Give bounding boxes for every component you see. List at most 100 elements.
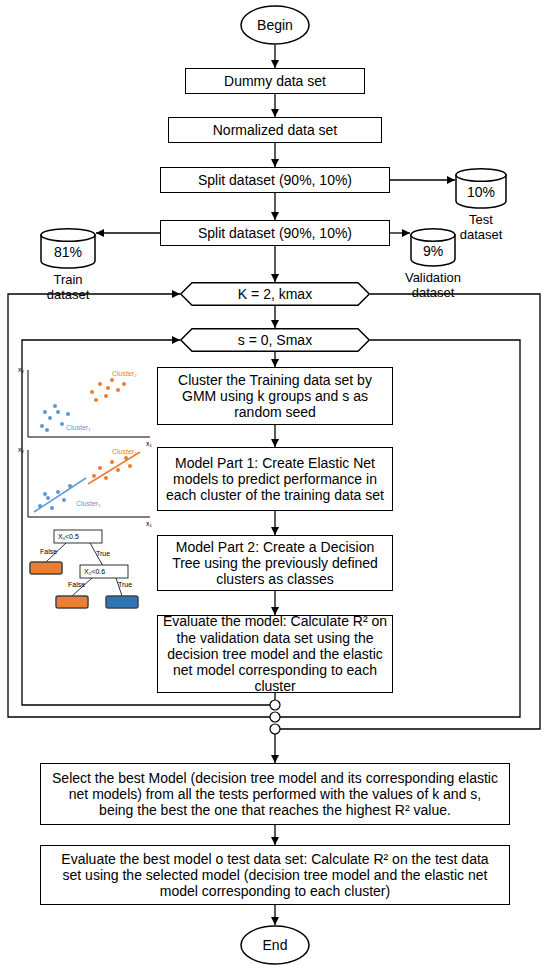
flow-arrow [274,905,275,925]
node-text: Split dataset (90%, 10%) [198,225,352,241]
terminal-ellipse [241,6,309,44]
axis-label: x₁ [146,520,152,527]
node-text: Cluster the Training data set by GMM usi… [172,372,378,421]
loop-hexagon: K = 2, kmax [180,282,370,306]
node-text: End [263,937,288,953]
process-box: Evaluate the best model o test data set:… [40,845,510,905]
flow-arrow [390,232,410,233]
loop-junction [270,724,280,734]
flow-arrow [274,591,275,615]
process-box: Split dataset (90%, 10%) [160,220,390,246]
tree-split-box [80,565,128,578]
cluster-points-orange [90,378,126,402]
node-caption: Train dataset [38,272,98,302]
cluster-label: Cluster₂ [112,370,137,377]
process-box: Normalized data set [168,117,382,143]
hexagon-outline [181,329,370,352]
axis-label: x₁ [146,440,152,447]
cluster-label: Cluster₂ [112,448,137,455]
node-text: 9% [423,243,443,259]
flow-arrow [8,294,520,717]
process-box: Model Part 2: Create a Decision Tree usi… [157,535,393,591]
data-point [110,460,114,464]
data-point [66,412,70,416]
decision-tree-icon [30,530,138,608]
data-point [116,468,120,472]
terminal-ellipse [241,926,309,964]
axis-label: x₂ [18,366,24,373]
node-text: s = 0, Smax [238,332,312,348]
branch-label: False [68,581,85,588]
tree-leaf [56,596,88,608]
cluster-points-blue [40,404,70,432]
node-text: Evaluate the best model o test data set:… [51,851,499,900]
data-point [94,398,98,402]
cluster-label: Cluster₁ [76,500,101,507]
tree-condition: X₁<0.5 [58,533,79,540]
node-text: Model Part 1: Create Elastic Net models … [161,455,389,504]
flow-arrow [390,179,455,180]
hexagon-outline [181,283,370,306]
node-text: Normalized data set [213,122,338,138]
node-text: 81% [54,244,82,260]
cluster-plot [28,370,150,437]
flow-arrow [274,825,275,845]
data-point [53,404,57,408]
node-text: Select the best Model (decision tree mod… [51,770,499,819]
process-box: Model Part 1: Create Elastic Net models … [157,447,393,511]
regression-plot [28,450,150,517]
tree-leaf [106,596,138,608]
tree-split-box [54,530,102,543]
data-point [40,424,44,428]
dataset-cylinder: 10%Test dataset [455,168,507,208]
cluster-label: Cluster₁ [66,424,91,431]
branch-label: False [40,548,57,555]
data-point [98,466,102,470]
data-point [110,378,114,382]
process-box: Select the best Model (decision tree mod… [40,763,510,825]
data-point [48,416,52,420]
terminal: Begin [240,5,310,45]
cluster-points-orange [92,456,132,480]
axis-line [28,450,29,517]
flow-arrow [274,511,275,535]
axis-line [28,517,150,518]
loop-junction [270,712,280,722]
data-point [43,492,47,496]
data-point [62,498,66,502]
data-point [56,490,60,494]
branch-label: True [118,581,132,588]
flow-arrow [274,193,275,220]
data-point [90,390,94,394]
flow-arrow [96,232,160,233]
node-text: K = 2, kmax [238,286,312,302]
data-point [128,464,132,468]
data-point [45,428,49,432]
loop-junction [270,700,280,710]
axis-line [28,437,150,438]
data-point [116,388,120,392]
cylinder-top [41,229,95,242]
process-box: Split dataset (90%, 10%) [160,167,390,193]
data-point [43,410,47,414]
loop-hexagon: s = 0, Smax [180,328,370,352]
data-point [60,422,64,426]
data-point [122,382,126,386]
node-text: 10% [467,184,495,200]
process-box: Dummy data set [185,68,365,94]
data-point [104,476,108,480]
node-text: Model Part 2: Create a Decision Tree usi… [168,539,382,588]
cylinder-top [411,229,455,242]
fit-line [88,452,140,484]
terminal: End [240,925,310,965]
node-caption: Test dataset [453,212,509,242]
flow-arrow [274,246,275,282]
node-text: Split dataset (90%, 10%) [198,172,352,188]
data-point [106,386,110,390]
node-caption: Validation dataset [397,270,469,300]
flow-arrow [274,352,275,367]
data-point [56,410,60,414]
flow-arrow [274,94,275,117]
process-box: Evaluate the model: Calculate R² on the … [157,615,393,693]
